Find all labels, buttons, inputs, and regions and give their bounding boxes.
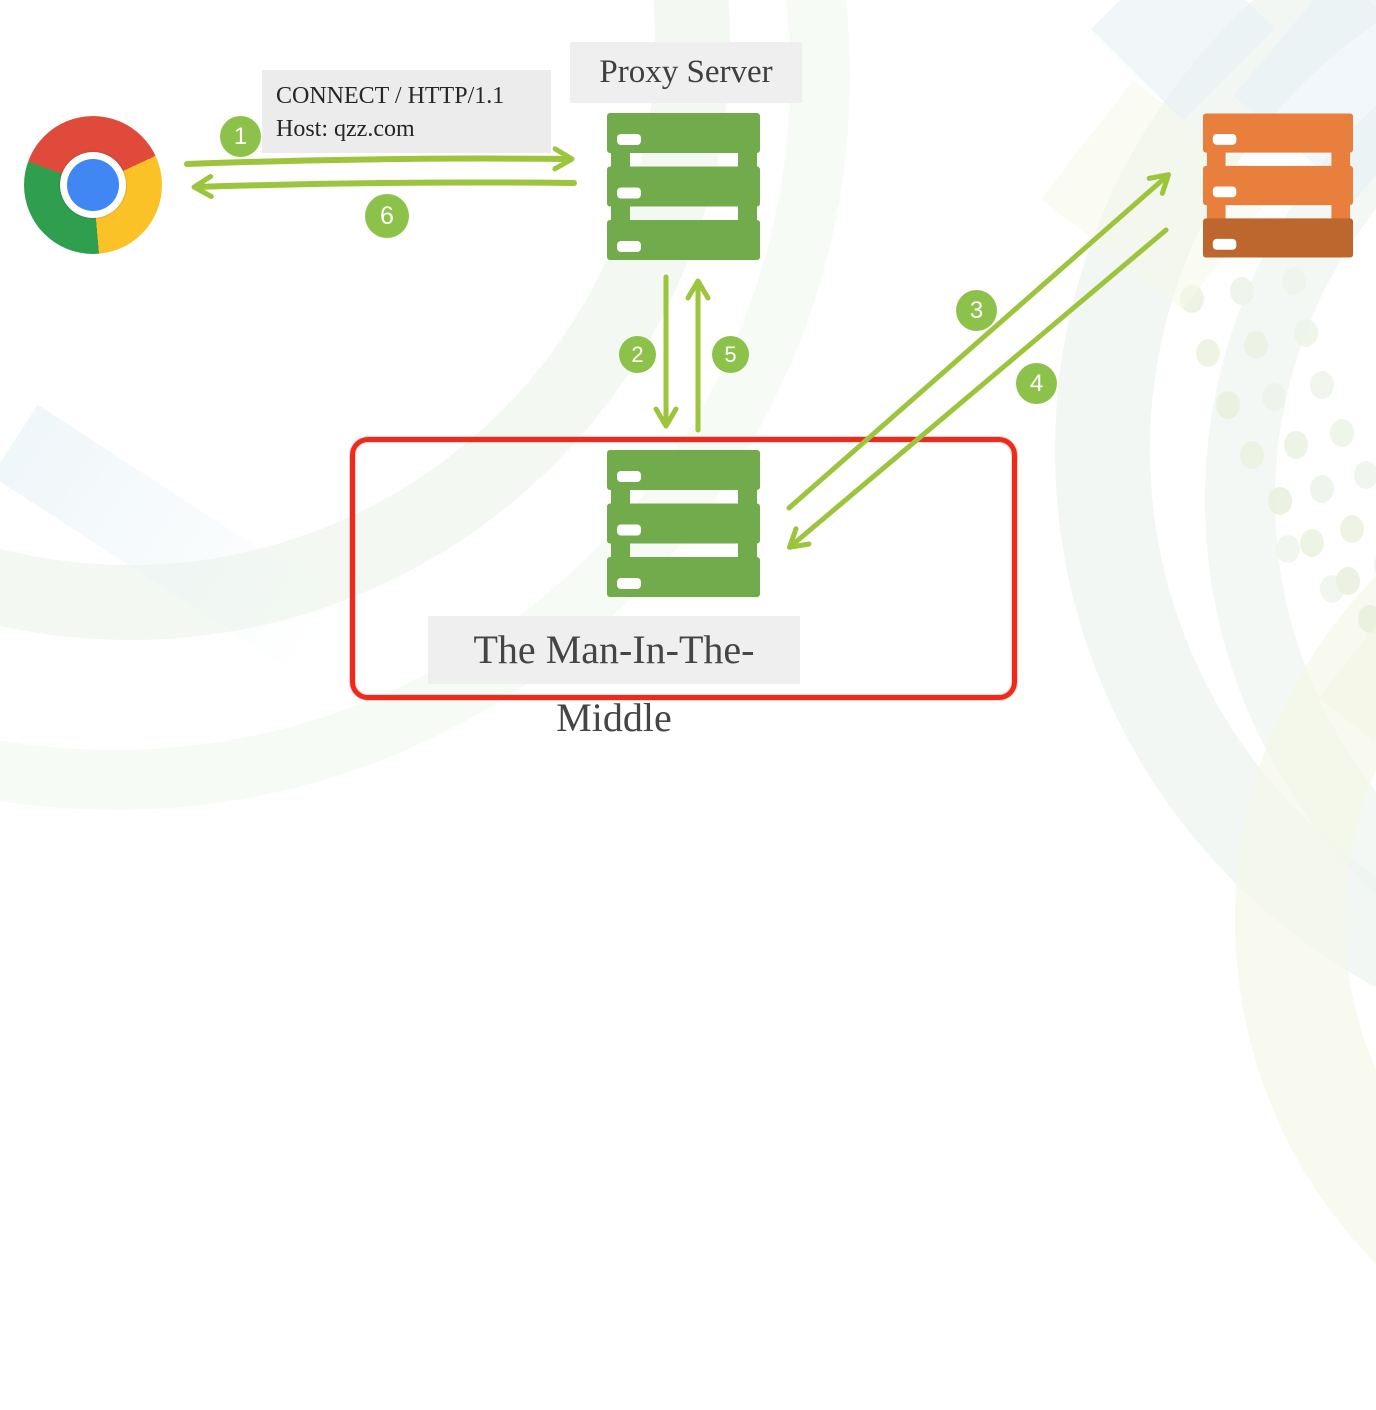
origin-server-icon bbox=[1203, 113, 1353, 258]
decor-dot-pattern bbox=[1180, 285, 1204, 313]
decor-streak-bottom-left bbox=[0, 404, 399, 711]
proxy-server-icon bbox=[607, 113, 760, 260]
connect-request-line2: Host: qzz.com bbox=[276, 116, 415, 142]
chrome-blue-ball bbox=[67, 159, 119, 211]
step-badge-4: 4 bbox=[1016, 363, 1057, 404]
decor-streak-bottom-right bbox=[1318, 508, 1376, 742]
mitm-label: The Man-In-The-Middle bbox=[428, 616, 800, 740]
step-badge-5: 5 bbox=[712, 336, 749, 373]
chrome-browser-icon bbox=[24, 116, 162, 254]
proxy-server-label: Proxy Server bbox=[570, 42, 802, 103]
connect-request-label: CONNECT / HTTP/1.1 Host: qzz.com bbox=[262, 70, 551, 153]
arrow-step-6-proxy-to-browser bbox=[191, 174, 577, 200]
step-badge-6: 6 bbox=[365, 194, 409, 238]
decor-arc-bottom-right bbox=[1235, 430, 1376, 1410]
step-badge-2: 2 bbox=[619, 336, 656, 373]
decor-diamond-top-right bbox=[1091, 0, 1275, 121]
step-badge-1: 1 bbox=[220, 116, 261, 157]
mitm-server-icon bbox=[607, 450, 760, 597]
arrow-step-1-browser-to-proxy bbox=[184, 146, 575, 172]
connect-request-line1: CONNECT / HTTP/1.1 bbox=[276, 83, 505, 109]
step-badge-3: 3 bbox=[956, 290, 997, 331]
